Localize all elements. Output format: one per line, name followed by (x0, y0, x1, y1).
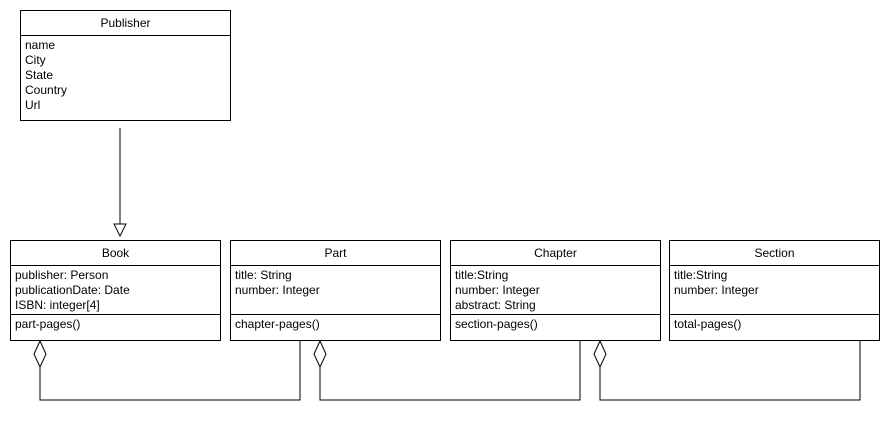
aggregation-diamond-chapter (593, 339, 607, 369)
attribute: number: Integer (235, 283, 320, 297)
attributes-section: publisher: Person publicationDate: Date … (11, 266, 220, 314)
method: part-pages() (15, 317, 81, 331)
attribute: title: String (235, 268, 292, 282)
attribute: City (25, 53, 46, 67)
class-part[interactable]: Part title: String number: Integer chapt… (230, 240, 441, 341)
attribute: State (25, 68, 54, 82)
class-title: Part (231, 241, 440, 266)
class-section[interactable]: Section title:String number: Integer tot… (669, 240, 880, 341)
aggregation-line-chapter-section (599, 341, 861, 401)
class-title: Chapter (451, 241, 660, 266)
attribute: Url (25, 98, 41, 112)
attribute: Country (25, 83, 68, 97)
class-title: Publisher (21, 11, 230, 36)
attribute: publisher: Person (15, 268, 109, 282)
attribute: ISBN: integer[4] (15, 298, 100, 312)
attributes-section: title:String number: Integer abstract: S… (451, 266, 660, 314)
class-book[interactable]: Book publisher: Person publicationDate: … (10, 240, 221, 341)
attributes-section: title: String number: Integer (231, 266, 440, 314)
method: chapter-pages() (235, 317, 320, 331)
methods-section: part-pages() (11, 314, 220, 334)
methods-section: chapter-pages() (231, 314, 440, 334)
class-title: Book (11, 241, 220, 266)
attribute: publicationDate: Date (15, 283, 130, 297)
class-publisher[interactable]: Publisher name City State Country Url (20, 10, 231, 121)
aggregation-line-part-chapter (319, 341, 581, 401)
methods-section: total-pages() (670, 314, 879, 334)
aggregation-diamond-book (33, 339, 47, 369)
attribute: title:String (455, 268, 509, 282)
attribute: abstract: String (455, 298, 536, 312)
method: total-pages() (674, 317, 742, 331)
attribute: number: Integer (674, 283, 759, 297)
class-title: Section (670, 241, 879, 266)
attribute: number: Integer (455, 283, 540, 297)
method: section-pages() (455, 317, 538, 331)
attributes-section: title:String number: Integer (670, 266, 879, 314)
attribute: name (25, 38, 56, 52)
aggregation-diamond-part (313, 339, 327, 369)
generalization-arrowhead (113, 223, 127, 238)
class-chapter[interactable]: Chapter title:String number: Integer abs… (450, 240, 661, 341)
aggregation-line-book-part (39, 341, 301, 401)
methods-section: section-pages() (451, 314, 660, 334)
attribute: title:String (674, 268, 728, 282)
attributes-section: name City State Country Url (21, 36, 230, 115)
